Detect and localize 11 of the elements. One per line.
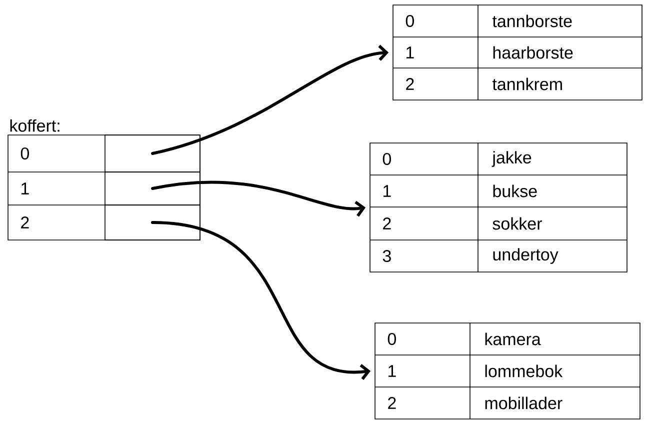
arrow [151, 180, 366, 217]
table: 0 jakke 1 bukse 2 sokker 3 undertoy [370, 142, 628, 272]
table: koffert: 0 1 2 [8, 119, 200, 240]
table-cell [104, 204, 200, 240]
table-cell [104, 134, 200, 172]
table-cell [104, 172, 200, 206]
table: 0 kamera 1 lommebok 2 mobillader [374, 322, 640, 420]
arrow [151, 221, 371, 380]
table: 0 tannborste 1 haarborste 2 tannkrem [392, 4, 642, 100]
arrow [151, 44, 389, 155]
node-label: koffert: [10, 119, 60, 132]
